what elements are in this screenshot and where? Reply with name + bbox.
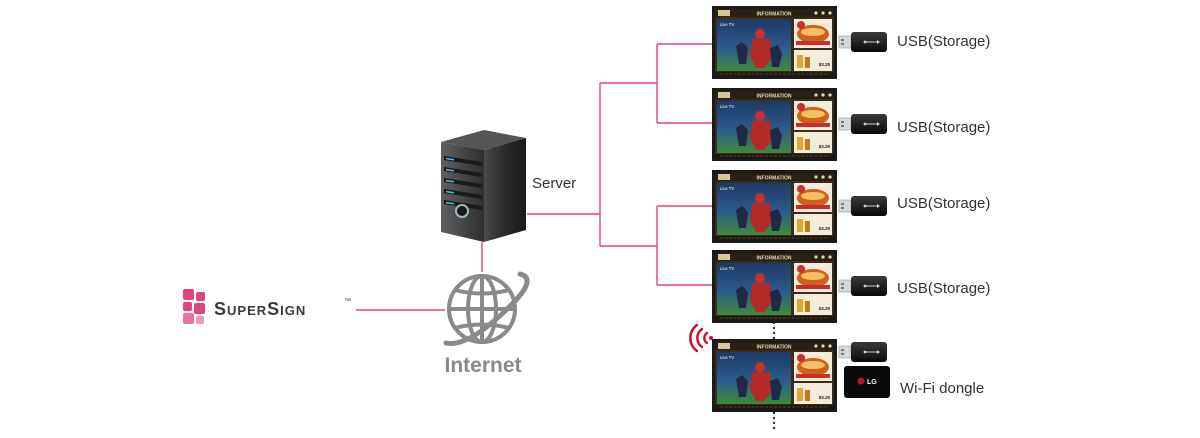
display-price: $3.25 bbox=[819, 144, 831, 149]
display-tv-label: Live TV bbox=[720, 266, 734, 271]
display-header-text: INFORMATION bbox=[757, 256, 792, 262]
display-tv-label: Live TV bbox=[720, 355, 734, 360]
supersign-logo-mark bbox=[183, 289, 205, 324]
continuation-dots bbox=[772, 321, 776, 430]
display-tv-label: Live TV bbox=[720, 22, 734, 27]
usb-storage-icon bbox=[838, 32, 887, 52]
server-icon bbox=[441, 130, 526, 242]
accessory-label: USB(Storage) bbox=[897, 195, 990, 212]
server-label: Server bbox=[532, 175, 576, 192]
display-price: $3.25 bbox=[819, 306, 831, 311]
internet-globe-icon bbox=[443, 271, 530, 346]
display-price: $3.25 bbox=[819, 395, 831, 400]
display-1: INFORMATION Live TV $3.25 USB(Storage) bbox=[712, 6, 990, 79]
connection-lines bbox=[356, 43, 712, 311]
display-header-text: INFORMATION bbox=[757, 345, 792, 351]
accessory-label: USB(Storage) bbox=[897, 33, 990, 50]
usb-storage-icon bbox=[838, 196, 887, 216]
display-header-text: INFORMATION bbox=[757, 12, 792, 18]
accessory-label: USB(Storage) bbox=[897, 119, 990, 136]
internet-label: Internet bbox=[444, 354, 521, 377]
display-tv-label: Live TV bbox=[720, 104, 734, 109]
accessory-label: USB(Storage) bbox=[897, 280, 990, 297]
display-price: $3.25 bbox=[819, 62, 831, 67]
accessory-label: Wi-Fi dongle bbox=[900, 380, 984, 397]
supersign-logo-wordmark: SuperSign bbox=[214, 299, 306, 319]
display-tv-label: Live TV bbox=[720, 186, 734, 191]
lg-wifi-dongle-icon: LG bbox=[844, 366, 890, 398]
display-3: INFORMATION Live TV $3.25 USB(Storage) bbox=[712, 170, 990, 243]
trademark-mark: ™ bbox=[344, 298, 351, 305]
display-2: INFORMATION Live TV $3.25 USB(Storage) bbox=[712, 88, 990, 161]
usb-storage-icon bbox=[838, 114, 887, 134]
display-4: INFORMATION Live TV $3.25 USB(Storage) bbox=[712, 250, 990, 323]
lg-brand-text: LG bbox=[867, 379, 877, 386]
wifi-signal-icon bbox=[689, 323, 713, 353]
supersign-logo: SuperSign ™ bbox=[183, 289, 351, 324]
usb-storage-icon bbox=[838, 276, 887, 296]
usb-stick-icon bbox=[838, 342, 887, 362]
display-header-text: INFORMATION bbox=[757, 176, 792, 182]
display-price: $3.25 bbox=[819, 226, 831, 231]
display-5: INFORMATION Live TV $3.25 Wi-Fi dongle bbox=[712, 339, 984, 412]
display-header-text: INFORMATION bbox=[757, 94, 792, 100]
